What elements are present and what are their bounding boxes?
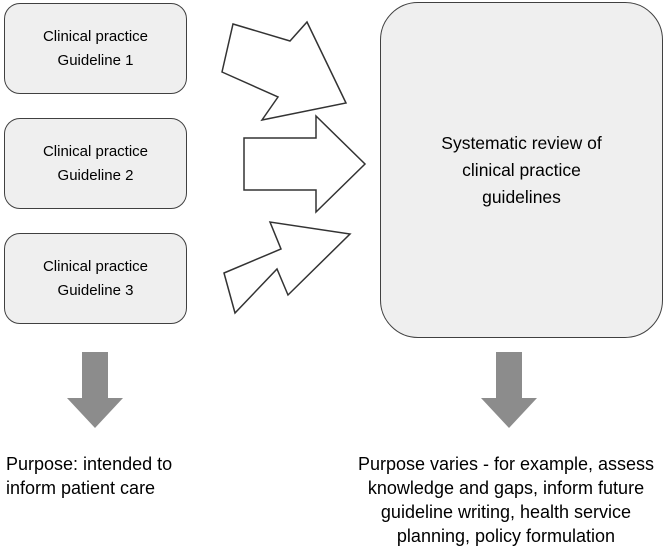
systematic-review-box: Systematic review of clinical practice g… — [380, 2, 663, 338]
guideline-1-label: Clinical practice Guideline 1 — [42, 27, 149, 69]
purpose-guidelines-text: Purpose: intended to inform patient care — [6, 454, 173, 498]
down-arrow-right-icon — [481, 352, 537, 428]
arrow-guideline-1-icon — [221, 20, 348, 122]
arrow-guideline-3-icon — [223, 221, 352, 315]
guideline-2-label: Clinical practice Guideline 2 — [42, 142, 149, 184]
arrow-guideline-2-icon — [243, 114, 367, 214]
guideline-3-label: Clinical practice Guideline 3 — [42, 257, 149, 299]
guideline-3-box: Clinical practice Guideline 3 — [4, 233, 187, 324]
guideline-1-box: Clinical practice Guideline 1 — [4, 3, 187, 94]
purpose-review-text: Purpose varies - for example, assess kno… — [357, 454, 655, 546]
down-arrow-left-icon — [67, 352, 123, 428]
systematic-review-label: Systematic review of clinical practice g… — [441, 132, 602, 207]
guideline-2-box: Clinical practice Guideline 2 — [4, 118, 187, 209]
